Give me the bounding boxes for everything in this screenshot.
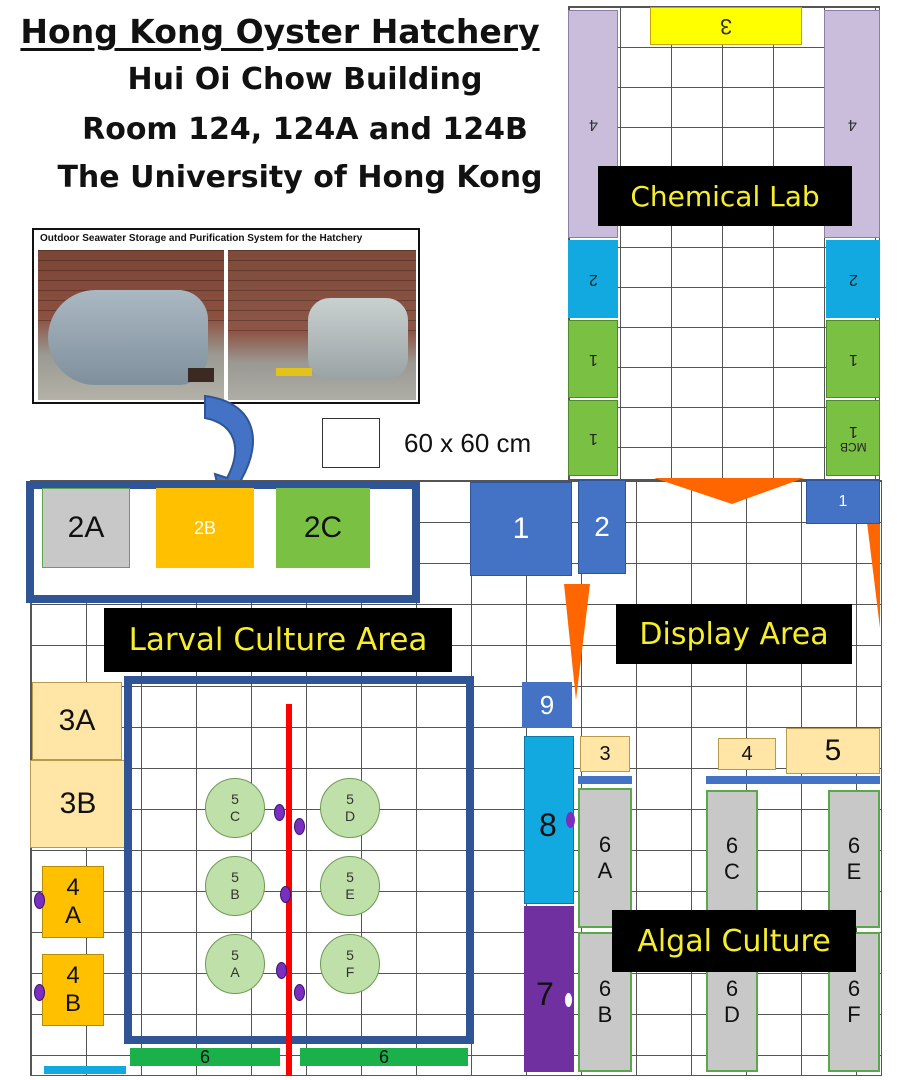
tank-3b: 3B	[30, 760, 126, 848]
chem-unit-1b-right: MCB 1	[826, 400, 880, 476]
chem-unit-2-right: 2	[826, 240, 880, 318]
valve-dot-5c	[274, 804, 285, 821]
bar-6-left: 6	[130, 1047, 280, 1067]
photo-caption: Outdoor Seawater Storage and Purificatio…	[40, 233, 363, 244]
tank-3a: 3A	[32, 682, 122, 760]
tank-6c: 6 C	[706, 790, 758, 928]
tank-2a: 2A	[42, 488, 130, 568]
chem-unit-1a-right: 1	[826, 320, 880, 398]
valve-dot-5f	[294, 984, 305, 1001]
chem-unit-1b-left: 1	[568, 400, 618, 476]
tank-6a: 6 A	[578, 788, 632, 928]
larval-culture-area-label: Larval Culture Area	[104, 608, 452, 672]
chem-unit-2-left: 2	[568, 240, 618, 318]
display-area-label: Display Area	[616, 604, 852, 664]
room-numbers: Room 124, 124A and 124B	[82, 112, 528, 147]
valve-dot-5a	[276, 962, 287, 979]
valve-dot-4a	[34, 892, 45, 909]
unit-9: 9	[522, 682, 572, 728]
building-name: Hui Oi Chow Building	[127, 62, 483, 97]
tank-4b: 4 B	[42, 954, 104, 1026]
tank-6e: 6 E	[828, 790, 880, 928]
chem-unit-1a-left: 1	[568, 320, 618, 398]
university-name: The University of Hong Kong	[57, 160, 543, 195]
circle-5b: 5 B	[205, 856, 265, 916]
circle-5c: 5 C	[205, 778, 265, 838]
page-title: Hong Kong Oyster Hatchery	[20, 12, 540, 51]
display-unit-1: 1	[806, 480, 880, 524]
unit-2: 2	[578, 480, 626, 574]
chemical-lab-label: Chemical Lab	[598, 166, 852, 226]
larval-culture-frame	[124, 676, 474, 1044]
valve-dot-5d	[294, 818, 305, 835]
unit-4: 4	[718, 738, 776, 770]
unit-1: 1	[470, 482, 572, 576]
bar-6-right: 6	[300, 1047, 468, 1067]
circle-5f: 5 F	[320, 934, 380, 994]
shelf-strip-left	[578, 776, 632, 784]
tank-4a: 4 A	[42, 866, 104, 938]
circle-5e: 5 E	[320, 856, 380, 916]
seawater-photo-panel: Outdoor Seawater Storage and Purificatio…	[32, 228, 420, 404]
chem-unit-3: 3	[650, 7, 802, 45]
bottom-blue-strip	[44, 1066, 126, 1074]
tank-2c: 2C	[276, 488, 370, 568]
valve-dot-7	[564, 992, 573, 1008]
orange-triangles	[564, 478, 880, 700]
circle-5d: 5 D	[320, 778, 380, 838]
scale-label: 60 x 60 cm	[404, 428, 532, 458]
algal-culture-label: Algal Culture	[612, 910, 856, 972]
circle-5a: 5 A	[205, 934, 265, 994]
valve-dot-4b	[34, 984, 45, 1001]
unit-8: 8	[524, 736, 574, 904]
unit-7: 7	[524, 906, 574, 1072]
unit-5: 5	[786, 728, 880, 774]
tank-2b: 2B	[156, 488, 254, 568]
valve-dot-5b	[280, 886, 291, 903]
valve-dot-8	[566, 812, 575, 828]
seawater-tank-photo-left	[38, 250, 224, 400]
seawater-tank-photo-right	[228, 250, 416, 400]
scale-square	[322, 418, 380, 468]
shelf-strip-right	[706, 776, 880, 784]
unit-3: 3	[580, 736, 630, 772]
mcb-label: MCB	[839, 440, 867, 454]
